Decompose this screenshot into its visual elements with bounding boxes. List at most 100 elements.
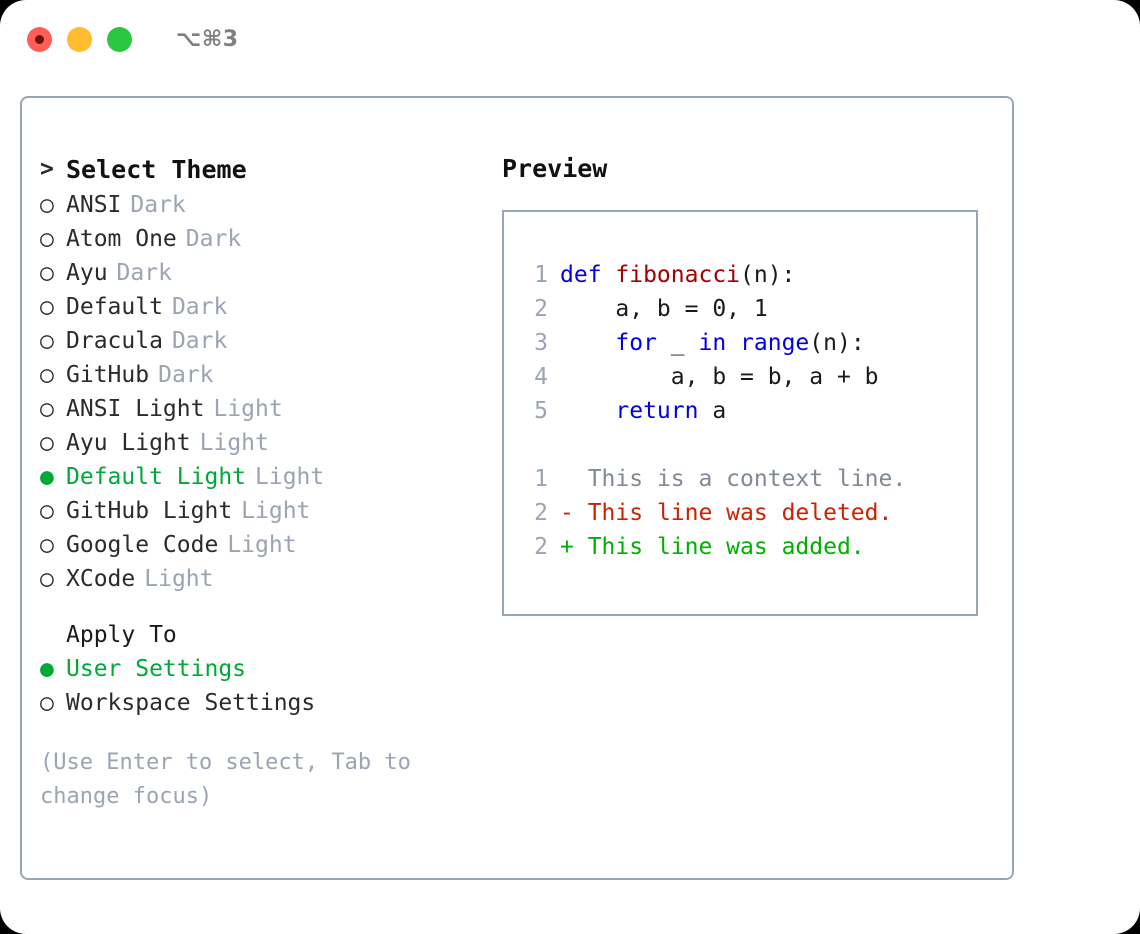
theme-option-label: ANSI (66, 192, 122, 218)
code-token: def (560, 262, 616, 288)
radio-selected-icon: ● (40, 464, 54, 490)
theme-option-default-light[interactable]: ● Default Light Light (40, 460, 480, 494)
theme-category-tag: Light (213, 396, 283, 422)
apply-to-option-user-settings[interactable]: ● User Settings (40, 652, 480, 686)
section-spacer (40, 596, 480, 618)
theme-category-tag: Dark (171, 328, 228, 354)
minimize-button[interactable] (67, 26, 92, 52)
apply-to-option-label: User Settings (66, 656, 247, 682)
theme-category-tag: Dark (185, 226, 242, 252)
radio-unselected-icon: ○ (40, 226, 54, 252)
apply-to-option-workspace-settings[interactable]: ○Workspace Settings (40, 686, 480, 720)
theme-category-tag: Dark (130, 192, 186, 218)
theme-category-tag: Dark (116, 260, 172, 286)
diff-sign: + (560, 534, 574, 560)
code-token: (n): (740, 262, 796, 288)
code-line: 2 a, b = 0, 1 (522, 292, 976, 326)
code-token: a, b = 0, 1 (560, 296, 768, 322)
apply-to-options-group: ● User Settings ○Workspace Settings (40, 652, 480, 720)
theme-option-label: Atom One (66, 226, 177, 252)
code-line-text: return a (560, 394, 726, 428)
theme-list-title: Select Theme (66, 154, 247, 184)
diff-line: 1 This is a context line. (522, 462, 976, 496)
radio-unselected-icon: ○ (40, 690, 54, 716)
theme-option-label: ANSI Light (66, 396, 205, 422)
radio-unselected-icon: ○ (40, 362, 54, 388)
line-number: 1 (534, 466, 548, 492)
theme-category-tag: Dark (171, 294, 228, 320)
zoom-button[interactable] (107, 26, 132, 52)
radio-unselected-icon: ○ (40, 566, 54, 592)
theme-option-default[interactable]: ○ Default Dark (40, 290, 480, 324)
radio-unselected-icon: ○ (40, 294, 54, 320)
diff-line-text: This line was added. (573, 534, 865, 560)
radio-unselected-icon: ○ (40, 532, 54, 558)
code-token: range (740, 330, 810, 356)
code-line-text: def fibonacci(n): (560, 258, 795, 292)
theme-category-tag: Light (255, 464, 325, 490)
code-line-text: a, b = 0, 1 (560, 292, 768, 326)
radio-unselected-icon: ○ (40, 396, 54, 422)
theme-option-google-code[interactable]: ○ Google Code Light (40, 528, 480, 562)
theme-option-label: Default (66, 294, 163, 320)
line-number: 1 (534, 262, 548, 288)
theme-list-header: > Select Theme (40, 150, 480, 188)
keyboard-hint: (Use Enter to select, Tab to change focu… (40, 750, 411, 809)
code-token: return (615, 398, 699, 424)
theme-category-tag: Light (144, 566, 214, 592)
code-line: 4 a, b = b, a + b (522, 360, 976, 394)
code-token: a, b = b, a + b (560, 364, 879, 390)
code-blank-line (522, 428, 976, 462)
line-number: 2 (534, 500, 548, 526)
theme-option-xcode[interactable]: ○ XCode Light (40, 562, 480, 596)
radio-selected-icon: ● (40, 656, 54, 682)
theme-option-github-light[interactable]: ○ GitHub Light Light (40, 494, 480, 528)
radio-unselected-icon: ○ (40, 498, 54, 524)
theme-option-ansi-light[interactable]: ○ ANSI Light Light (40, 392, 480, 426)
code-line: 3 for _ in range(n): (522, 326, 976, 360)
apply-to-label: Apply To (66, 622, 177, 648)
diff-sign (560, 462, 574, 496)
code-token: in (698, 330, 727, 356)
code-line-text: a, b = b, a + b (560, 360, 879, 394)
theme-category-tag: Light (241, 498, 311, 524)
code-token: fibonacci (615, 262, 741, 288)
code-line: 1 def fibonacci(n): (522, 258, 976, 292)
theme-option-label: GitHub Light (66, 498, 233, 524)
code-token (726, 330, 740, 356)
theme-option-atom-one[interactable]: ○ Atom One Dark (40, 222, 480, 256)
theme-category-tag: Light (227, 532, 297, 558)
theme-option-label: Google Code (66, 532, 219, 558)
prompt-caret-icon: > (40, 156, 54, 182)
theme-option-label: GitHub (66, 362, 150, 388)
radio-unselected-icon: ○ (40, 430, 54, 456)
line-number: 2 (534, 534, 548, 560)
theme-option-label: Default Light (66, 464, 247, 490)
code-token (560, 398, 615, 424)
code-token: for (615, 330, 657, 356)
preview-title: Preview (502, 154, 608, 183)
diff-sign: - (560, 500, 574, 526)
radio-unselected-icon: ○ (40, 260, 54, 286)
diff-line-text: This line was deleted. (573, 500, 893, 526)
diff-line: 2 + This line was added. (522, 530, 976, 564)
code-line: 5 return a (522, 394, 976, 428)
code-token: _ (656, 330, 699, 356)
line-number: 2 (534, 296, 548, 322)
theme-option-label: XCode (66, 566, 136, 592)
radio-unselected-icon: ○ (40, 192, 54, 218)
theme-option-ansi[interactable]: ○ ANSI Dark (40, 188, 480, 222)
close-button[interactable] (27, 26, 52, 52)
line-number: 3 (534, 330, 548, 356)
